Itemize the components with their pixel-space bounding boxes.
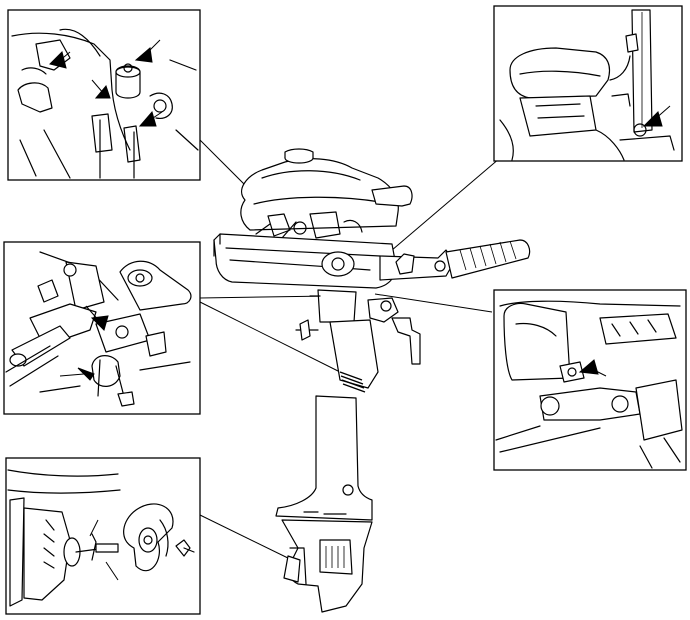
leader-lines (199, 139, 501, 561)
steering-friction-hatch (339, 371, 366, 393)
cowling-grease-point-detail (493, 289, 687, 471)
arrow-grease-nipple (578, 359, 599, 375)
arrow-fuel-hose (94, 84, 111, 99)
clamp-bracket (329, 319, 379, 389)
tiller-grip (445, 239, 531, 279)
swivel-bracket (317, 289, 357, 323)
propeller (283, 555, 301, 583)
carrying-handle (371, 185, 413, 207)
arrow-throttle-link (642, 111, 663, 127)
arrow-fuel-cock (49, 51, 67, 69)
drive-shaft-housing (275, 395, 373, 521)
throttle-cable-detail (493, 5, 683, 162)
fuel-line-detail (7, 9, 201, 181)
propeller-detail (5, 457, 201, 615)
outboard-motor (213, 148, 531, 613)
top-cowling (240, 158, 399, 231)
arrow-fuel-filter (138, 110, 157, 127)
arrow-tiller-pivot (90, 315, 109, 331)
tiller-clamp-detail (3, 241, 201, 415)
